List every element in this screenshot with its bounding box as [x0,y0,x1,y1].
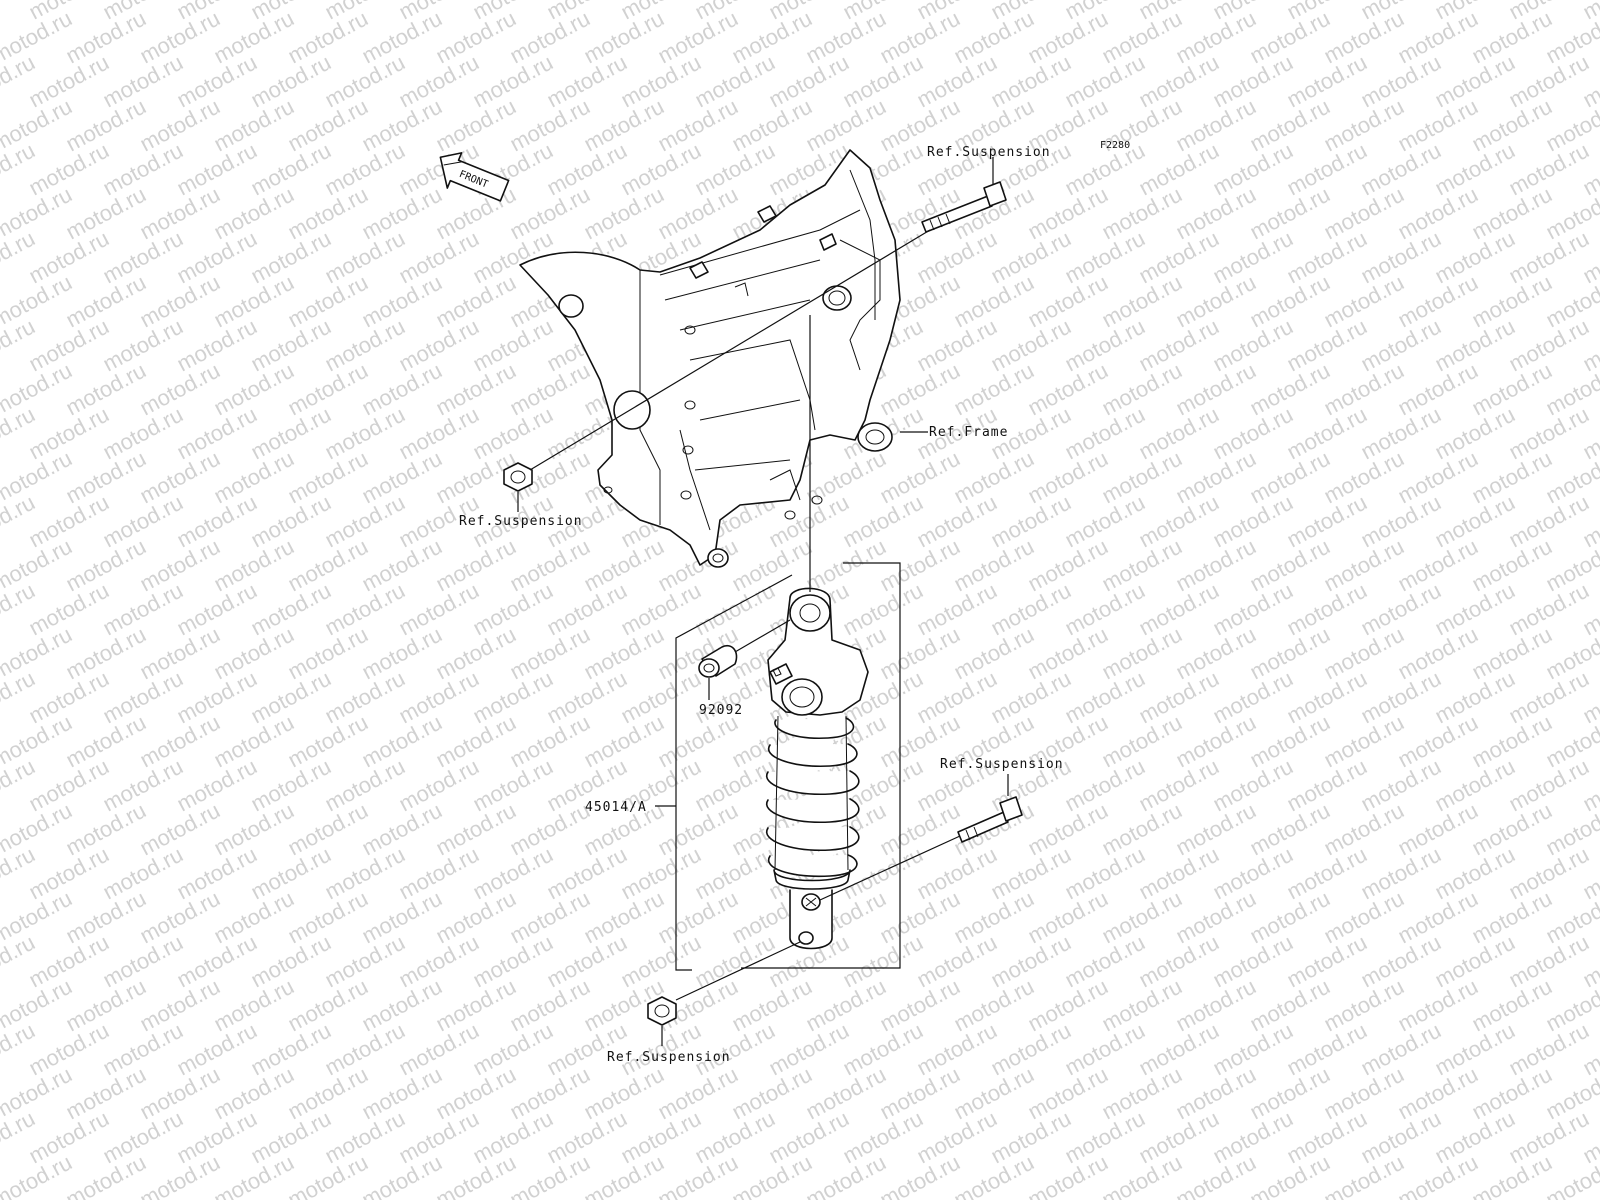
ref-suspension-top-label: Ref.Suspension [927,145,1051,160]
bolt-top [921,181,1007,233]
part-92092-label: 92092 [699,703,743,718]
leader-lines [517,157,1009,1046]
ref-suspension-left-label: Ref.Suspension [459,514,583,529]
ref-suspension-bottom-label: Ref.Suspension [607,1050,731,1065]
rear-shock-absorber [765,587,869,950]
nut-bottom [647,996,677,1026]
nut-left [503,462,533,492]
ref-suspension-right-label: Ref.Suspension [940,757,1064,772]
diagram-code: F2280 [1100,140,1130,151]
collar-92092 [698,645,738,678]
front-arrow-icon: FRONT [439,152,510,202]
shock-spring [765,715,860,878]
ref-frame-label: Ref.Frame [929,425,1008,440]
bolt-right [957,796,1023,843]
frame-assembly [519,149,901,568]
part-45014-label: 45014/A [585,800,647,815]
